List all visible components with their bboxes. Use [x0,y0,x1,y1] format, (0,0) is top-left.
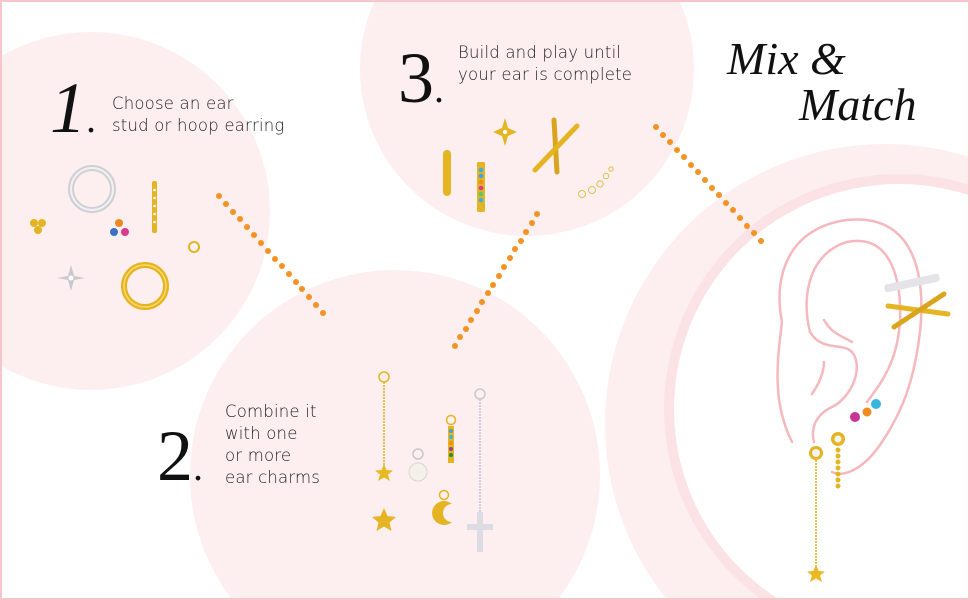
step3-products [443,117,614,212]
gold-bar-stud-icon [152,181,157,233]
step2-line2: with one [225,424,298,443]
rainbow-bar-charm-icon [445,414,457,463]
gold-hoop-icon [121,262,169,310]
connector-3-ear [653,124,764,244]
gold-star-chain-charm-icon [372,371,396,531]
gold-star-stud-icon [493,118,517,146]
step2-line1: Combine it [225,402,317,421]
step2-number: 2. [157,416,203,496]
rainbow-bar-icon [477,162,485,212]
gold-criss-cross-cuff-icon [885,291,951,330]
step1-number: 1. [50,68,96,148]
connector-2-3 [452,211,540,349]
step1-line1: Choose an ear [112,94,234,113]
step1-products [30,165,200,310]
bezel-stud-icon [188,241,200,253]
silver-hoop-icon [68,165,116,213]
silver-star-icon [57,265,85,291]
connector-1-2 [216,193,326,316]
step1-line2: stud or hoop earring [112,116,285,135]
step2-products [372,371,493,552]
star-chain-drop-icon [807,446,825,582]
silver-ear-cuff-icon [884,273,940,293]
gold-moon-charm-icon [432,489,452,526]
step2-line3: or more [225,446,292,465]
pearl-charm-icon [408,448,428,482]
step2-text: Combine it with one or more ear charms [225,401,320,489]
step2-circle [190,270,600,598]
gold-huggie-icon [443,150,451,196]
silver-cross-chain-charm-icon [467,388,493,552]
gemstone-cluster-icon [110,219,129,236]
step3-line2: your ear is complete [458,65,633,84]
beaded-gold-drop-icon [831,432,845,489]
step1-text: Choose an ear stud or hoop earring [112,93,285,137]
gemstone-climber-icon [850,399,881,422]
ear-outline [776,218,923,475]
ear-products [807,273,951,582]
criss-cross-icon [532,117,580,175]
dotted-connectors [216,124,764,349]
step3-number: 3. [398,38,444,118]
step2-line4: ear charms [225,468,321,487]
diamond-climber-icon [578,166,614,198]
headline-match: Match [799,79,917,130]
step3-line1: Build and play until [458,43,622,62]
gold-trio-bead-icon [30,219,46,234]
headline-mix: Mix & [727,33,846,84]
step3-text: Build and play until your ear is complet… [458,42,632,86]
